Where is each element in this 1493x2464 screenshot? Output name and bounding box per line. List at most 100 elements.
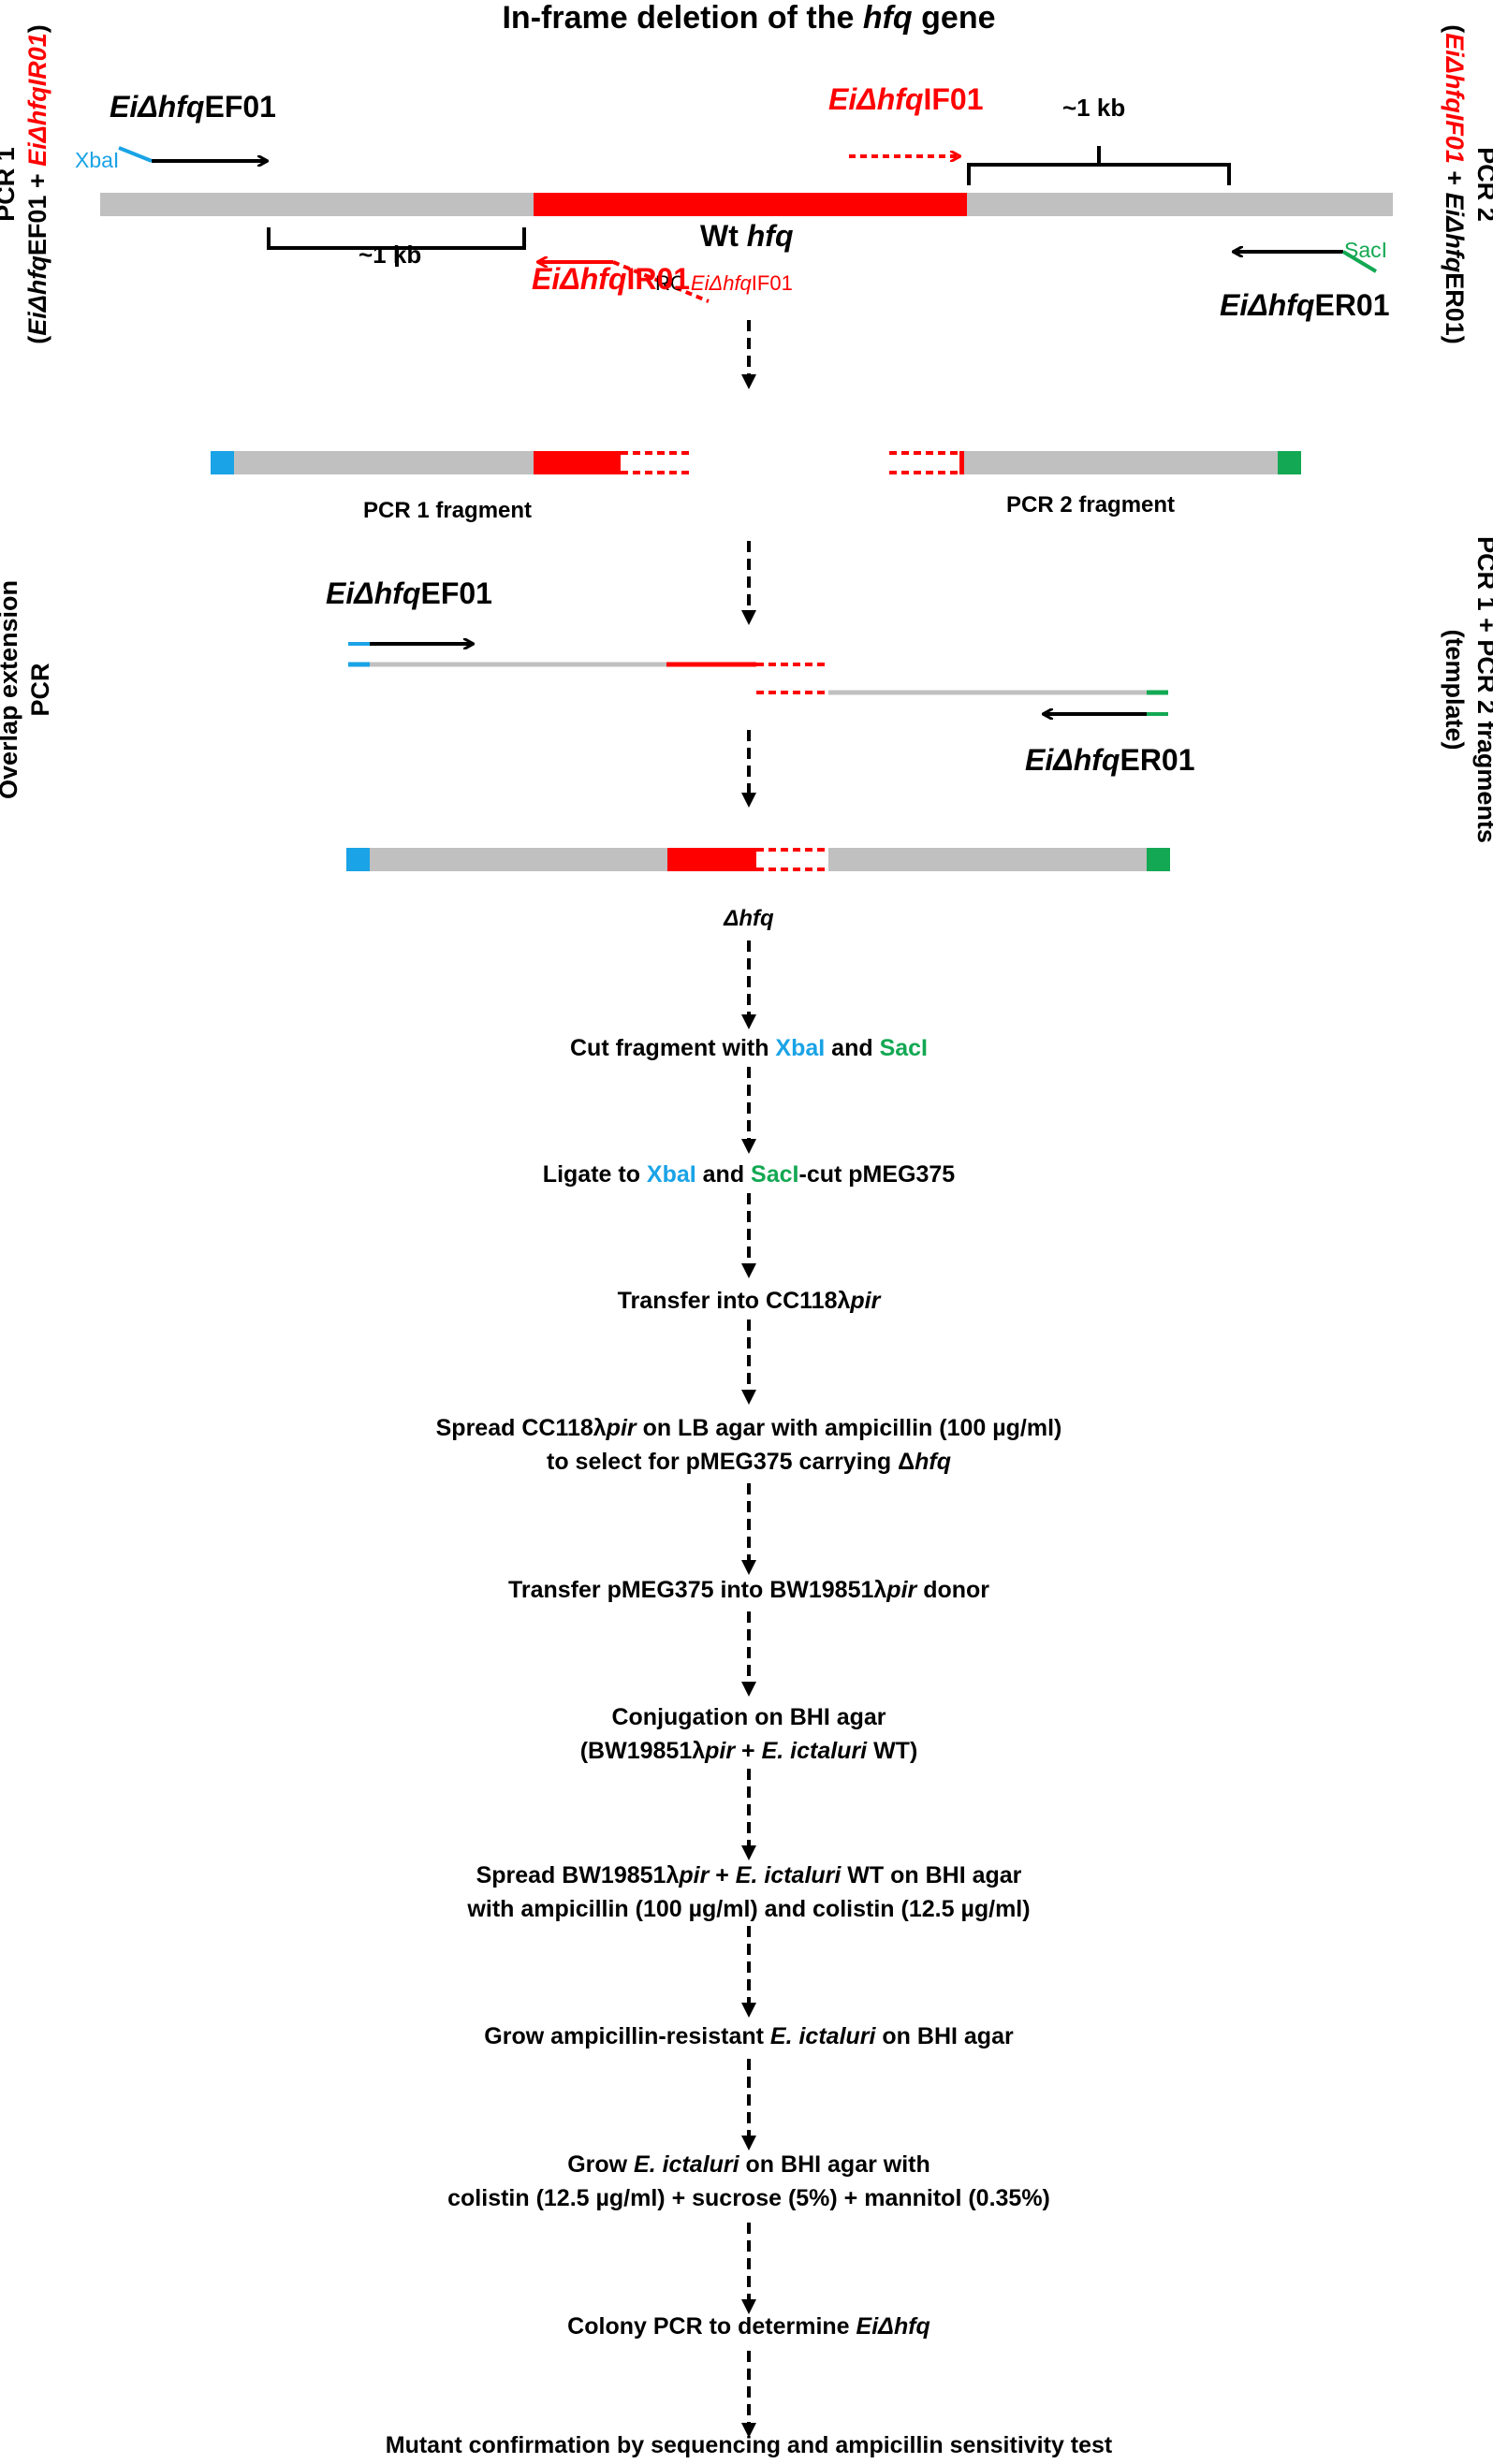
pcr1-side-label: PCR 1 (EiΔhfqEF01 + EiΔhfqIR01)	[0, 7, 53, 362]
pcr1-side-title: PCR 1	[0, 147, 20, 222]
s4-line-1: Spread CC118λpir on LB agar with ampicil…	[436, 1411, 1062, 1445]
pcr2-open: (	[1441, 24, 1469, 34]
s6-e: E. ictaluri	[761, 1738, 868, 1764]
template-line-1: PCR 1 + PCR 2 fragments	[1472, 536, 1493, 843]
rc-prefix: RC	[655, 271, 691, 295]
ir01-label: EiΔhfqIR01	[532, 262, 690, 297]
step-grow-amp-resistant: Grow ampicillin-resistant E. ictaluri on…	[484, 2019, 1013, 2053]
bracket-right	[967, 146, 1231, 185]
title-suffix: gene	[912, 0, 996, 36]
ir01-label-c: IR01	[626, 262, 691, 296]
pcr2-close: )	[1441, 335, 1469, 344]
pcr2-saci-end	[1278, 451, 1301, 474]
er01-label-c: ER01	[1314, 288, 1390, 322]
step-cut-fragment: Cut fragment with XbaI and SacI	[570, 1031, 928, 1065]
s4-e: hfq	[915, 1449, 951, 1475]
pcr2-primer-d: ER01	[1441, 272, 1469, 336]
s8-a: Grow ampicillin-resistant	[484, 2023, 770, 2049]
s9-a: Grow	[567, 2151, 635, 2178]
s2-d: SacI	[751, 1161, 799, 1188]
pcr2-primer-c: EiΔhfq	[1441, 192, 1469, 273]
s5-a: Transfer pMEG375 into BW19851λ	[507, 1577, 887, 1603]
s1-c: and	[825, 1035, 880, 1061]
ir01-label-b: Δhfq	[560, 262, 627, 296]
s6-line-1: Conjugation on BHI agar	[611, 1704, 886, 1730]
s2-a: Ligate to	[542, 1161, 647, 1188]
s4-b: pir	[606, 1415, 637, 1441]
xbai-site-label: XbaI	[75, 148, 120, 172]
pcr2-primer-a: EiΔhfqIF01	[1441, 33, 1469, 164]
er01-label-a: Ei	[1220, 288, 1249, 322]
overlap-side-label: Overlap extension PCR	[0, 540, 56, 839]
s7-e: WT on BHI agar	[841, 1862, 1022, 1888]
delta-overhang	[756, 848, 828, 871]
rc-primer-name: EiΔhfq	[690, 271, 752, 295]
s9-line-1: Grow E. ictaluri on BHI agar with	[447, 2148, 1050, 2181]
ir01-label-a: Ei	[532, 262, 561, 296]
pcr1-fragment-label: PCR 1 fragment	[363, 498, 533, 523]
pcr1-hfq-part	[534, 451, 621, 474]
delta-hfq-label: Δhfq	[724, 906, 773, 932]
if01-label-a: Ei	[828, 82, 857, 116]
s3-a: Transfer into CC118λ	[617, 1288, 851, 1314]
s8-b: E. ictaluri	[769, 2023, 876, 2049]
step-grow-sucrose: Grow E. ictaluri on BHI agar with colist…	[447, 2148, 1050, 2215]
diagram-title: In-frame deletion of the hfq gene	[502, 0, 995, 36]
title-gene: hfq	[862, 0, 913, 36]
s6-c: pir	[705, 1738, 736, 1764]
template-side-label: PCR 1 + PCR 2 fragments (template)	[1439, 488, 1493, 891]
s4-d: to select for pMEG375 carrying Δ	[547, 1449, 915, 1475]
er01-label-b: Δhfq	[1248, 288, 1315, 322]
pcr1-xbai-end	[211, 451, 234, 474]
s9-c: on BHI agar with	[739, 2151, 930, 2178]
oe-ef01-label: EiΔhfqEF01	[326, 576, 492, 611]
s5-c: donor	[916, 1577, 990, 1603]
s10-b: EiΔhfq	[856, 2313, 930, 2340]
if01-label-b: Δhfq	[856, 82, 924, 116]
pcr2-side-title: PCR 2	[1472, 147, 1493, 222]
step-transfer-bw19851: Transfer pMEG375 into BW19851λpir donor	[508, 1573, 989, 1607]
s6-d: +	[735, 1738, 762, 1764]
s7-c: +	[709, 1862, 736, 1888]
pcr1-open: (	[23, 335, 51, 344]
s7-line-2: with ampicillin (100 µg/ml) and colistin…	[467, 1896, 1031, 1922]
ef01-label: EiΔhfqEF01	[110, 90, 276, 124]
s7-a: Spread BW19851λ	[476, 1862, 680, 1888]
xbai-tail	[118, 146, 153, 163]
kb-label-left: ~1 kb	[359, 241, 422, 269]
template-line-2: (template)	[1441, 629, 1469, 751]
s6-line-2: (BW19851λpir + E. ictaluri WT)	[580, 1734, 918, 1768]
step-spread-cc118: Spread CC118λpir on LB agar with ampicil…	[436, 1411, 1062, 1479]
upstream-region	[100, 193, 534, 216]
kb-label-right: ~1 kb	[1062, 94, 1126, 122]
step-ligate: Ligate to XbaI and SacI-cut pMEG375	[543, 1158, 955, 1191]
s1-a: Cut fragment with	[569, 1035, 776, 1061]
oe-ef01-label-a: Ei	[326, 576, 355, 610]
s10-a: Colony PCR to determine	[567, 2313, 856, 2340]
s4-c: on LB agar with ampicillin (100 µg/ml)	[636, 1415, 1062, 1441]
step-spread-bw19851: Spread BW19851λpir + E. ictaluri WT on B…	[467, 1859, 1030, 1926]
delta-upstream	[370, 848, 667, 871]
pcr1-primer-a: EiΔhfq	[23, 255, 51, 336]
overlap-line-1: Overlap extension	[0, 579, 22, 800]
overlap-line-2: PCR	[26, 663, 54, 717]
s1-d: SacI	[879, 1035, 929, 1061]
pcr1-close: )	[23, 24, 51, 34]
oe-ef01-label-c: EF01	[420, 576, 492, 610]
s7-line-1: Spread BW19851λpir + E. ictaluri WT on B…	[467, 1859, 1030, 1892]
wt-label: Wt	[700, 219, 747, 253]
s4-line-2: to select for pMEG375 carrying Δhfq	[436, 1445, 1062, 1479]
s9-b: E. ictaluri	[634, 2151, 739, 2178]
oe-er01-label-b: Δhfq	[1053, 743, 1120, 777]
wt-hfq-label: Wt hfq	[700, 219, 794, 254]
wt-hfq-gene	[534, 193, 967, 216]
s9-line-2: colistin (12.5 µg/ml) + sucrose (5%) + m…	[447, 2185, 1050, 2211]
s2-e: -cut pMEG375	[798, 1161, 956, 1188]
ef01-label-a: Ei	[110, 90, 139, 124]
oe-er01-label-a: Ei	[1025, 743, 1054, 777]
s6-b: (BW19851λ	[579, 1738, 706, 1764]
delta-downstream	[828, 848, 1147, 871]
pcr2-hfq-part	[959, 451, 964, 474]
